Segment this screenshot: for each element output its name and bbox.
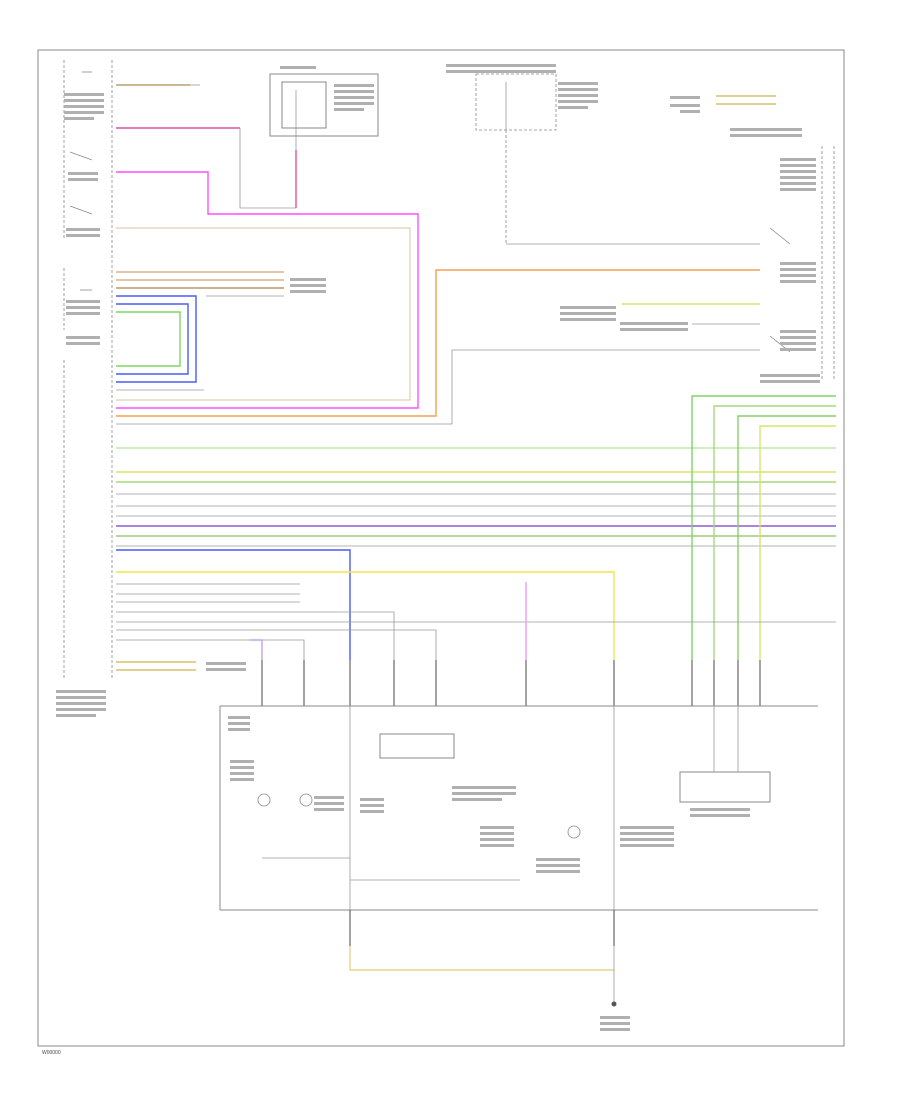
right-vertical-wires	[691, 395, 836, 660]
left-wire-group	[116, 271, 326, 383]
ground-connection	[349, 910, 630, 1031]
right-labels	[760, 158, 820, 383]
right-input-wires	[560, 303, 760, 331]
right-switches	[769, 227, 791, 353]
wire-tan	[116, 227, 411, 401]
switch-symbols-left	[69, 71, 93, 291]
fuse-box-1	[269, 66, 379, 137]
fuse-box-2	[446, 64, 760, 245]
diagram-frame	[37, 49, 845, 1047]
lower-module	[219, 705, 818, 911]
module-connectors	[261, 660, 761, 706]
lower-bus	[116, 549, 836, 671]
left-labels	[56, 93, 106, 717]
diagram-code: W00000	[42, 1050, 61, 1056]
wire-gray	[116, 349, 760, 425]
wire-orange	[116, 269, 760, 417]
top-left-wires	[116, 84, 297, 209]
wire-magenta	[116, 171, 419, 409]
main-bus	[116, 447, 836, 547]
top-right-outputs	[670, 95, 802, 137]
